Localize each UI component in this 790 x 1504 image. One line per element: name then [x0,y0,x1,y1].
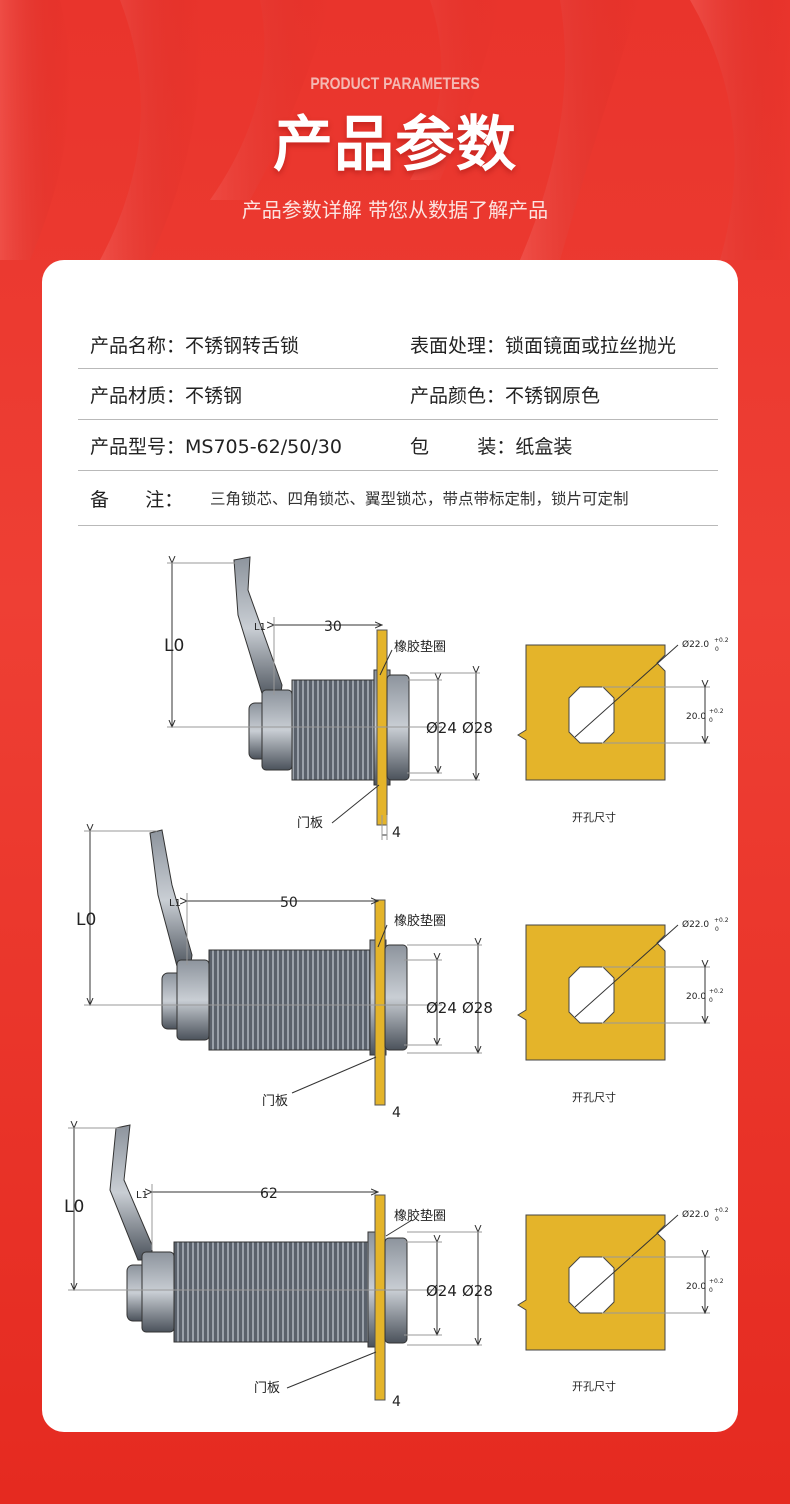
params-table: 产品名称：不锈钢转舌锁 表面处理：锁面镜面或拉丝抛光 产品材质：不锈钢 产品颜色… [78,321,718,526]
dim-l0: L0 [164,636,184,656]
label-door-panel: 门板 [254,1381,280,1396]
dim-length: 62 [260,1186,278,1202]
dim-d24: Ø24 [426,999,457,1017]
dim-d28: Ø28 [462,1282,493,1300]
tolerance-lower: 0 [709,997,713,1004]
dim-d28: Ø28 [462,999,493,1017]
params-row-note: 备 注： 三角锁芯、四角锁芯、翼型锁芯，带点带标定制，锁片可定制 [78,471,718,526]
hole-caption: 开孔尺寸 [572,810,616,824]
param-surface: 表面处理：锁面镜面或拉丝抛光 [410,335,677,357]
dim-l0: L0 [64,1197,84,1217]
param-name: 产品名称：不锈钢转舌锁 [90,335,300,357]
dim-length: 50 [280,895,298,911]
dim-hole-width: 20.0 [686,712,706,722]
dim-hole-diameter: Ø22.0 [682,1209,709,1220]
door-panel [374,1194,386,1401]
dim-d24: Ø24 [426,1282,457,1300]
dim-thickness: 4 [392,825,401,841]
hole-caption: 开孔尺寸 [572,1379,616,1393]
threaded-body [208,949,375,1051]
hole-cutout [568,686,615,744]
dim-hole-width: 20.0 [686,992,706,1002]
drawing-62: L0 L1 62 橡胶垫圈 Ø24 Ø28 门板 4 Ø22.0 +0.2 0 … [64,1125,729,1410]
note-label: 备 注： [90,488,184,511]
door-panel [374,899,386,1106]
drawing-50: L0 L1 50 橡胶垫圈 Ø24 Ø28 门板 4 Ø22.0 +0.2 0 … [76,830,729,1121]
dim-l1: L1 [169,898,181,909]
dim-l1: L1 [136,1190,148,1201]
tolerance-lower: 0 [715,646,719,653]
label-door-panel: 门板 [262,1094,288,1109]
param-model: 产品型号：MS705-62/50/30 [90,435,342,458]
params-row: 产品材质：不锈钢 产品颜色：不锈钢原色 [78,369,718,420]
threaded-body [173,1241,373,1343]
dim-d28: Ø28 [462,719,493,737]
tolerance-upper: +0.2 [714,917,729,924]
note-value: 三角锁芯、四角锁芯、翼型锁芯，带点带标定制，锁片可定制 [210,490,629,508]
label-door-panel: 门板 [297,816,323,831]
tolerance-upper: +0.2 [709,1278,724,1285]
header-subtitle: 产品参数详解 带您从数据了解产品 [241,198,549,222]
tolerance-lower: 0 [709,1287,713,1294]
dim-thickness: 4 [392,1105,401,1121]
header-english-title: PRODUCT PARAMETERS [310,74,480,93]
dim-hole-width: 20.0 [686,1282,706,1292]
dim-l1: L1 [254,622,266,633]
params-row: 产品型号：MS705-62/50/30 包 装：纸盒装 [78,420,718,471]
page-title: 产品参数 [273,110,517,180]
tolerance-upper: +0.2 [714,637,729,644]
label-gasket: 橡胶垫圈 [394,639,446,655]
technical-drawings: L0 L1 30 橡胶垫圈 Ø24 Ø28 门板 4 Ø22.0 +0.2 0 … [64,545,729,1410]
tolerance-upper: +0.2 [709,708,724,715]
tolerance-lower: 0 [709,717,713,724]
dim-hole-diameter: Ø22.0 [682,639,709,650]
dim-d24: Ø24 [426,719,457,737]
tolerance-lower: 0 [715,1216,719,1223]
label-gasket: 橡胶垫圈 [394,1208,446,1224]
tolerance-lower: 0 [715,926,719,933]
label-gasket: 橡胶垫圈 [394,913,446,929]
hole-caption: 开孔尺寸 [572,1090,616,1104]
drawing-30: L0 L1 30 橡胶垫圈 Ø24 Ø28 门板 4 Ø22.0 +0.2 0 … [164,557,729,841]
param-color: 产品颜色：不锈钢原色 [410,384,601,407]
dim-length: 30 [324,619,342,635]
tolerance-upper: +0.2 [714,1207,729,1214]
param-package: 包 装：纸盒装 [410,435,573,458]
param-material: 产品材质：不锈钢 [90,384,243,407]
dim-hole-diameter: Ø22.0 [682,919,709,930]
tolerance-upper: +0.2 [709,988,724,995]
params-row: 产品名称：不锈钢转舌锁 表面处理：锁面镜面或拉丝抛光 [78,321,718,369]
hole-cutout [568,966,615,1024]
dim-l0: L0 [76,910,96,930]
hole-cutout [568,1256,615,1314]
dim-thickness: 4 [392,1394,401,1410]
threaded-body [291,679,378,781]
